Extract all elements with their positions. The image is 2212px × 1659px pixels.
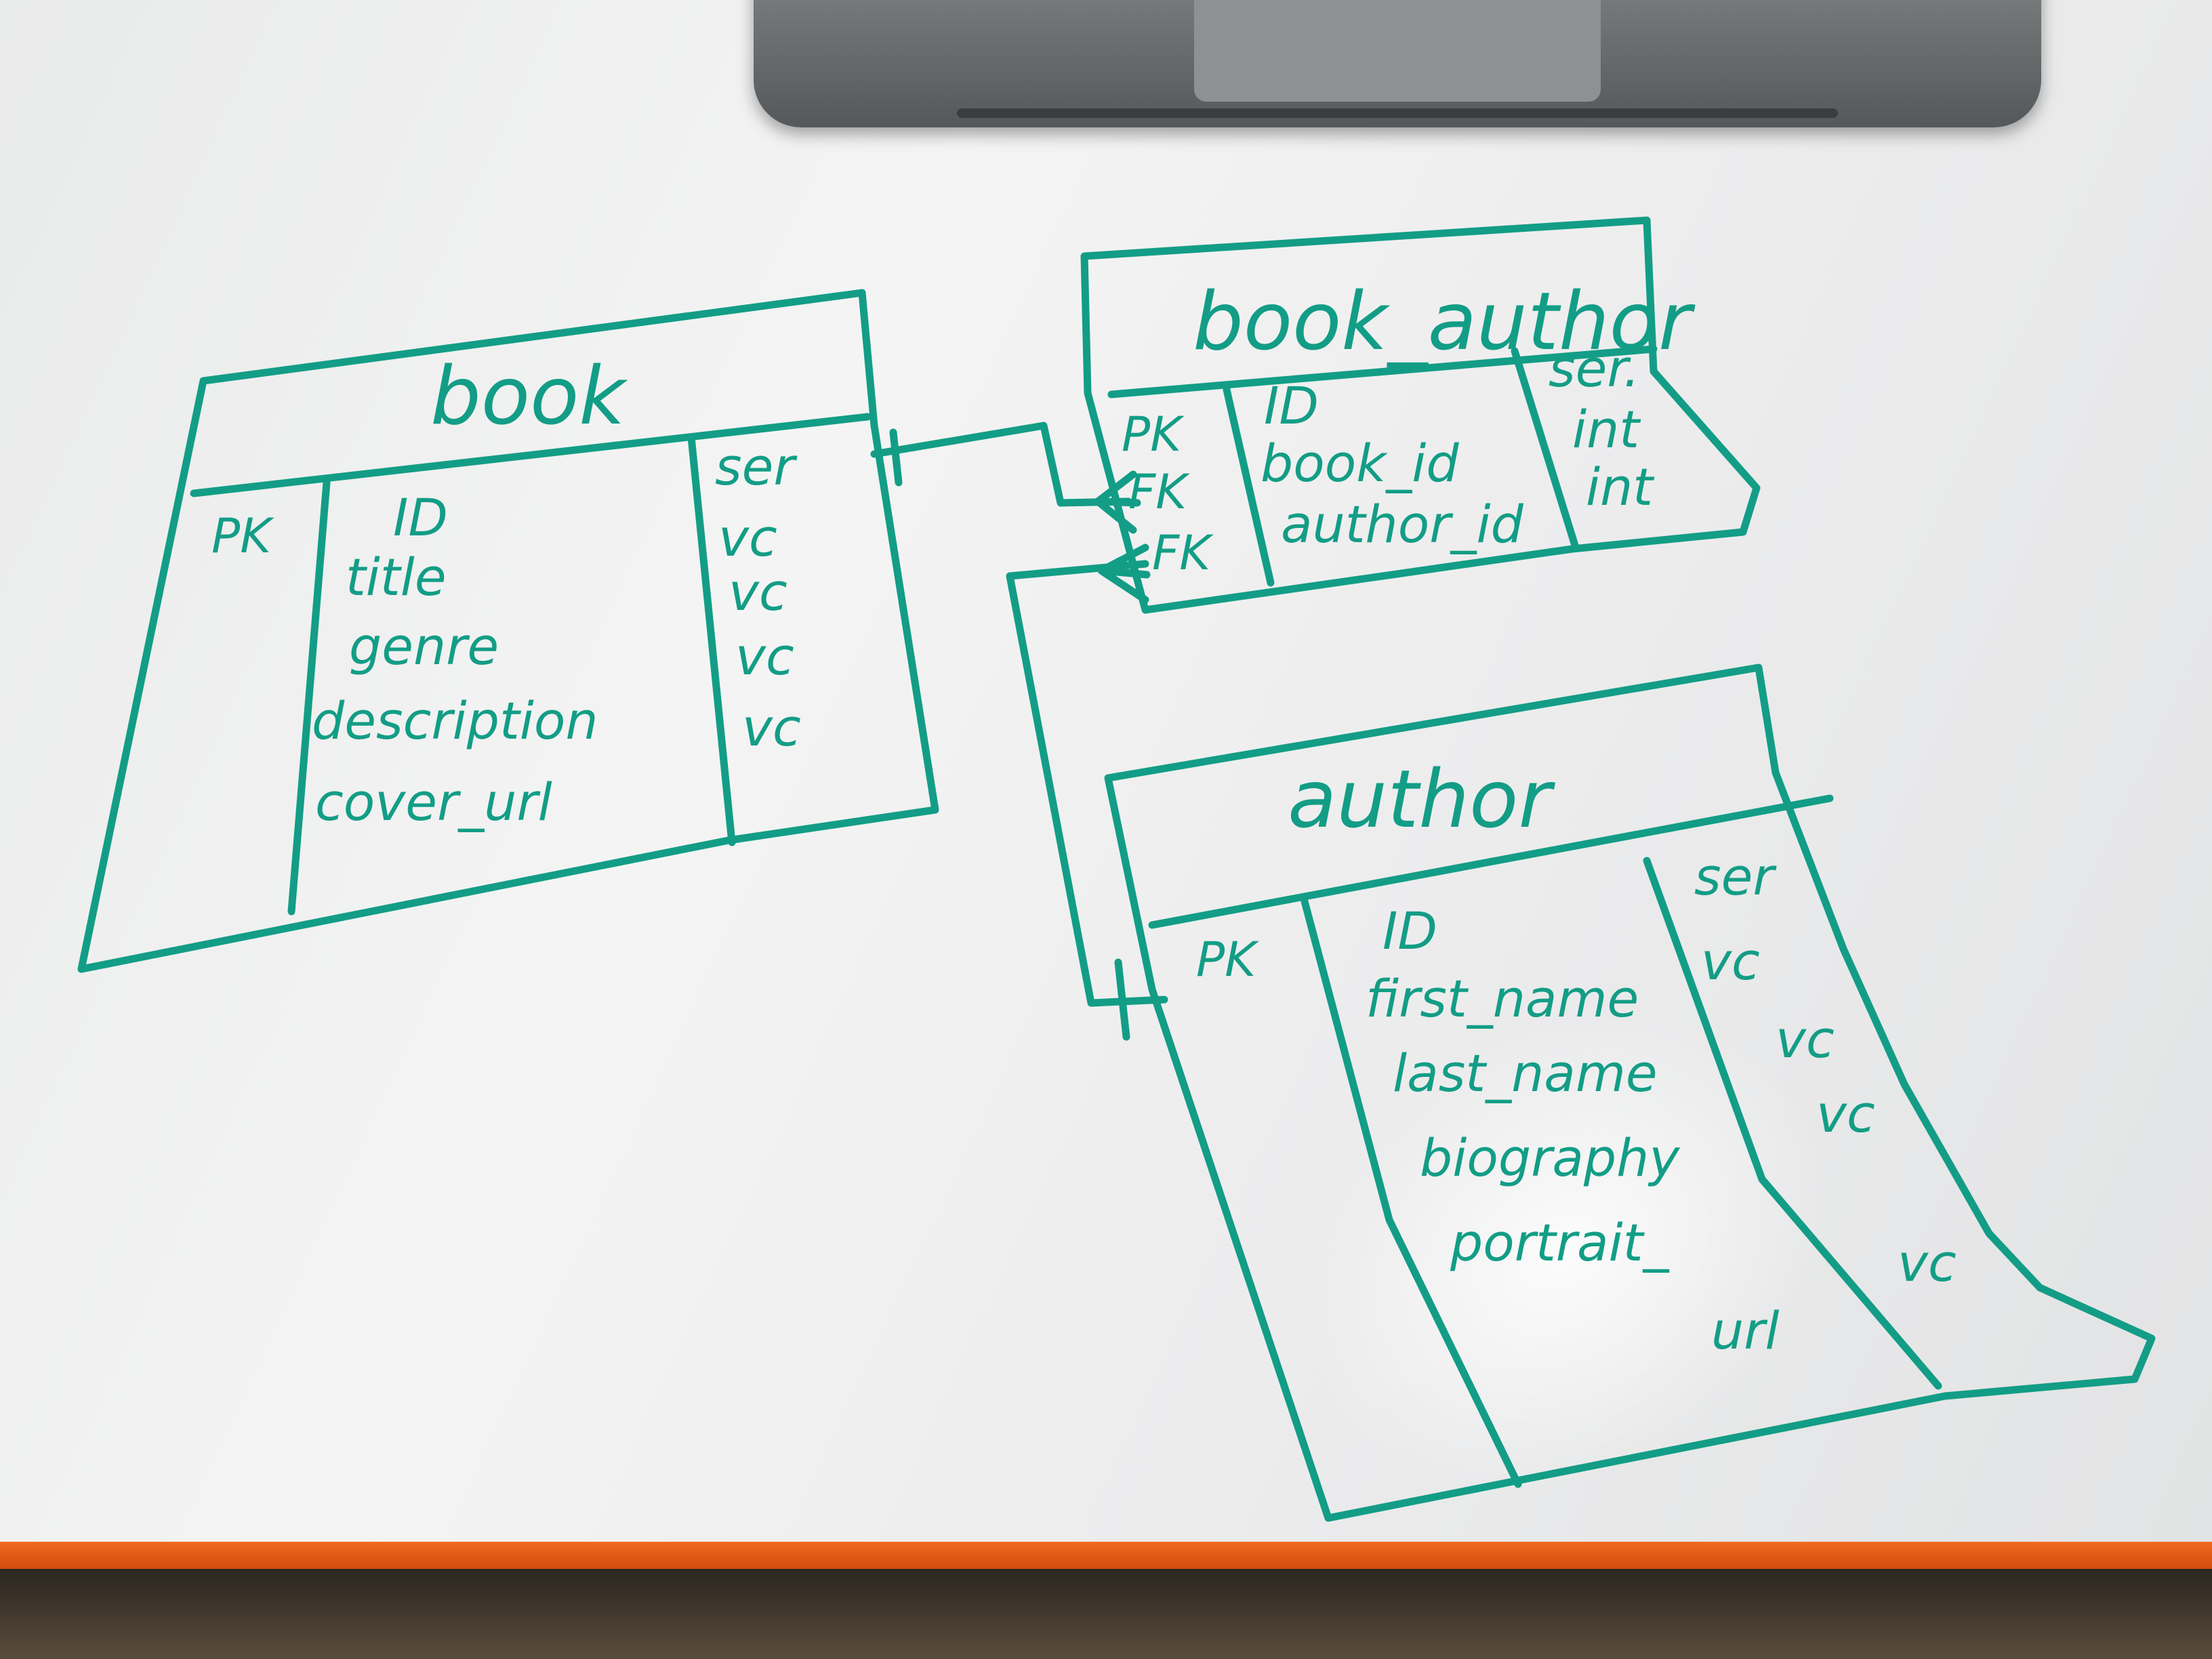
author-title: author [1288,752,1555,846]
book-key-divider [287,478,331,916]
author-outline [1104,663,2156,1522]
table-book: book PK ID title genre description cover… [77,289,939,973]
author-type-last-name: vc [1776,1009,1835,1069]
book-outline [77,289,939,973]
table-edge [0,1542,2212,1569]
book-author-header-line [1107,345,1658,398]
book-field-genre: genre [349,616,499,676]
book-author-field-book-id: book_id [1261,433,1459,493]
book-author-key-divider [1223,386,1275,587]
relation-book-to-book-author [870,422,1132,507]
book-type-title: vc [718,508,777,568]
author-header-line [1148,794,1834,929]
book-field-title: title [346,547,447,607]
book-type-divider [687,433,736,846]
relationships [870,422,1168,1041]
one-tick-author [1114,958,1130,1041]
table-author: author PK ID first_name last_name biogra… [1104,663,2156,1522]
relation-author-to-book-author [1006,560,1168,1007]
author-field-last-name: last_name [1393,1043,1658,1103]
book-type-id: ser [715,436,798,497]
author-type-portrait-url: vc [1898,1233,1957,1293]
author-type-biography: vc [1816,1084,1875,1144]
book-type-description: vc [735,626,794,687]
book-field-description: description [312,691,598,751]
book-author-type-author-id: int [1586,457,1655,517]
book-author-key-pk: PK [1122,407,1185,462]
book-author-key-fk1: FK [1128,464,1190,520]
table-book-author: book_author PK FK FK ID book_id author_i… [1080,216,1761,614]
one-tick-book [889,428,903,487]
book-author-field-author-id: author_id [1281,494,1524,554]
book-type-cover-url: vc [742,697,801,758]
author-type-divider [1643,857,1942,1390]
laptop [754,0,2041,127]
laptop-hinge [957,108,1838,118]
author-field-id: ID [1382,901,1437,961]
author-type-first-name: vc [1701,931,1760,991]
author-field-url: url [1711,1300,1780,1361]
book-field-id: ID [393,487,448,548]
book-title: book [430,349,628,443]
crowfoot-book-author-lower [1097,544,1151,604]
book-author-type-divider [1511,347,1580,552]
book-author-field-id: ID [1264,375,1319,436]
book-header-line [190,413,872,497]
book-type-genre: vc [729,562,787,622]
book-author-type-book-id: int [1572,399,1641,459]
book-author-outline [1080,216,1761,614]
trackpad [1194,0,1601,102]
floor-area [0,1569,2212,1659]
author-field-first-name: first_name [1366,968,1639,1029]
author-type-id: ser [1694,846,1777,907]
author-field-portrait: portrait_ [1450,1212,1670,1273]
book-author-key-fk2: FK [1152,525,1214,581]
crowfoot-book-author-upper [1094,470,1141,534]
author-field-biography: biography [1420,1128,1680,1188]
book-field-cover-url: cover_url [315,772,552,832]
author-pk-label: PK [1196,932,1259,987]
book-author-type-id: ser. [1549,338,1640,398]
book-author-title: book_author [1193,274,1696,368]
author-key-divider [1300,897,1522,1488]
book-pk-label: PK [211,508,274,564]
